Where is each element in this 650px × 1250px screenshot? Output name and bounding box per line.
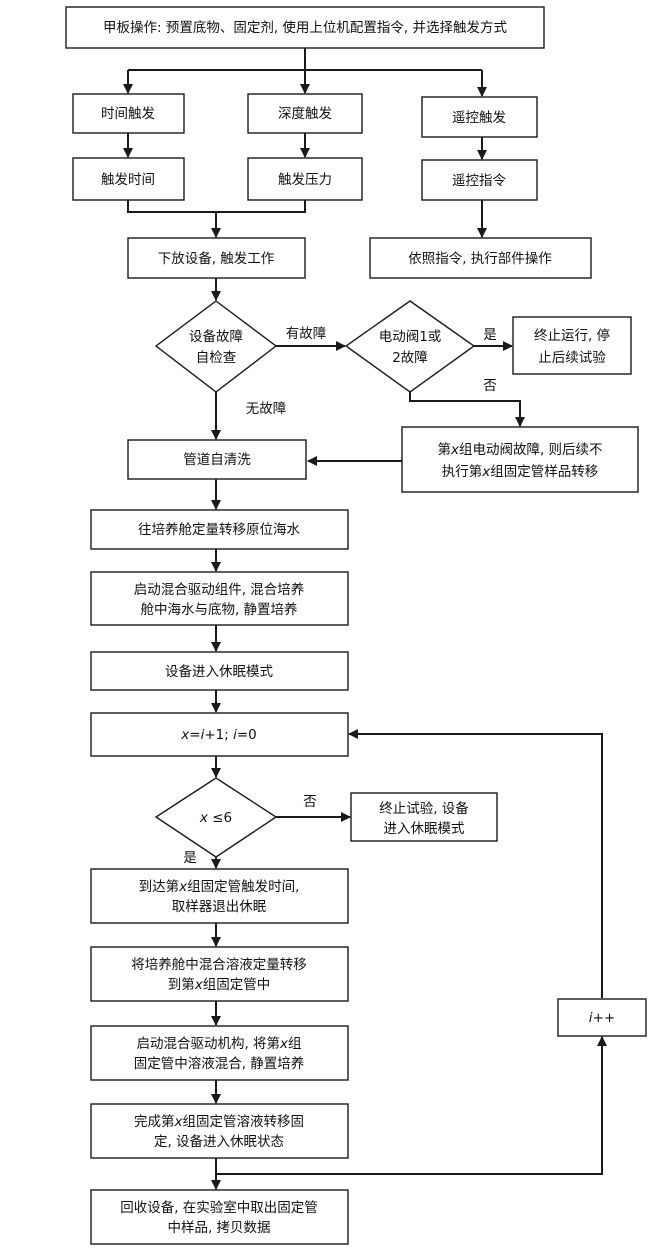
valve-x-fault-line1: 第x组电动阀故障, 则后续不 (437, 441, 602, 458)
recover-line2: 中样品, 拷贝数据 (167, 1220, 270, 1236)
complete-transfer-line1: 完成第x组固定管溶液转移固 (134, 1113, 304, 1130)
node-end-test: 终止试验, 设备 进入休眠模式 (350, 792, 498, 842)
edge-no-valve (409, 392, 525, 427)
valve-fault-line1: 电动阀1或 (379, 329, 442, 345)
node-self-check: 设备故障 自检查 (154, 300, 278, 393)
node-trigger-pressure: 触发压力 (247, 157, 363, 201)
node-deck-op: 甲板操作: 预置底物、固定剂, 使用上位机配置指令, 并选择触发方式 (65, 6, 545, 49)
node-complete-transfer: 完成第x组固定管溶液转移固 定, 设备进入休眠状态 (90, 1103, 349, 1159)
node-remote-command: 遥控指令 (421, 159, 538, 201)
deploy-label: 下放设备, 触发工作 (158, 250, 275, 267)
valve-fault-line2: 2故障 (392, 350, 428, 366)
check-x-label: x ≤6 (199, 810, 232, 826)
edge-label-no-fault: 无故障 (246, 401, 287, 417)
init-counter-label: x=i+1; i=0 (180, 727, 257, 743)
edge-loop-back (348, 729, 603, 998)
node-start-mix: 启动混合驱动组件, 混合培养 舱中海水与底物, 静置培养 (90, 571, 349, 626)
node-remote-trigger: 遥控触发 (421, 96, 538, 138)
complete-transfer-line2: 定, 设备进入休眠状态 (154, 1133, 284, 1150)
stop-run-line2: 止后续试验 (538, 350, 606, 366)
node-valve-fault: 电动阀1或 2故障 (344, 300, 476, 393)
edge-loop-up (216, 1036, 607, 1175)
reach-time-line2: 取样器退出休眠 (172, 899, 267, 915)
node-sleep-mode: 设备进入休眠模式 (90, 651, 349, 691)
start-mix-line1: 启动混合驱动组件, 混合培养 (134, 582, 305, 598)
node-deploy: 下放设备, 触发工作 (127, 237, 306, 279)
sleep-mode-label: 设备进入休眠模式 (165, 663, 273, 680)
node-start-mix-tube: 启动混合驱动机构, 将第x组 固定管中溶液混合, 静置培养 (90, 1025, 349, 1081)
self-check-line2: 自检查 (196, 350, 237, 366)
start-mix-line2: 舱中海水与底物, 静置培养 (140, 602, 297, 618)
increment-label: i++ (589, 1010, 615, 1026)
recover-line1: 回收设备, 在实验室中取出固定管 (120, 1199, 318, 1216)
edge-label-no: 否 (483, 378, 497, 394)
node-recover: 回收设备, 在实验室中取出固定管 中样品, 拷贝数据 (90, 1189, 349, 1245)
edge-label-yes2: 是 (183, 850, 197, 866)
edge-label-has-fault: 有故障 (286, 326, 327, 342)
transfer-seawater-label: 往培养舱定量转移原位海水 (138, 522, 300, 538)
node-stop-run: 终止运行, 停 止后续试验 (512, 316, 632, 375)
node-reach-time: 到达第x组固定管触发时间, 取样器退出休眠 (90, 868, 349, 924)
end-test-line1: 终止试验, 设备 (379, 800, 469, 817)
start-mix-tube-line2: 固定管中溶液混合, 静置培养 (134, 1056, 305, 1072)
node-trigger-time: 触发时间 (72, 157, 185, 201)
trigger-pressure-label: 触发压力 (278, 172, 332, 188)
node-execute-cmd: 依照指令, 执行部件操作 (369, 237, 592, 279)
node-init-counter: x=i+1; i=0 (90, 712, 349, 757)
depth-trigger-label: 深度触发 (278, 106, 332, 122)
transfer-mix-line2: 到第x组固定管中 (168, 976, 271, 993)
start-mix-tube-line1: 启动混合驱动机构, 将第x组 (136, 1035, 301, 1052)
node-transfer-seawater: 往培养舱定量转移原位海水 (90, 509, 349, 550)
remote-command-label: 遥控指令 (452, 173, 506, 189)
edge-label-no2: 否 (303, 794, 317, 810)
execute-cmd-label: 依照指令, 执行部件操作 (408, 251, 552, 267)
trigger-time-label: 触发时间 (101, 172, 155, 188)
self-check-line1: 设备故障 (189, 328, 243, 345)
transfer-mix-line1: 将培养舱中混合溶液定量转移 (131, 957, 307, 973)
valve-x-fault-line2: 执行第x组固定管样品转移 (442, 463, 599, 480)
reach-time-line1: 到达第x组固定管触发时间, (139, 878, 300, 895)
pipe-clean-label: 管道自清洗 (183, 452, 251, 468)
connectors (123, 48, 607, 1190)
stop-run-line1: 终止运行, 停 (534, 327, 610, 344)
node-check-x: x ≤6 (154, 777, 278, 858)
node-increment: i++ (557, 998, 647, 1037)
remote-trigger-label: 遥控触发 (452, 110, 506, 126)
node-depth-trigger: 深度触发 (247, 93, 363, 134)
edge-label-yes: 是 (483, 327, 497, 343)
edge-merge-bar (127, 200, 306, 213)
time-trigger-label: 时间触发 (101, 106, 155, 122)
node-pipe-clean: 管道自清洗 (127, 439, 307, 480)
node-valve-x-fault: 第x组电动阀故障, 则后续不 执行第x组固定管样品转移 (401, 426, 639, 493)
node-time-trigger: 时间触发 (72, 93, 185, 134)
end-test-line2: 进入休眠模式 (384, 821, 465, 837)
deck-op-label: 甲板操作: 预置底物、固定剂, 使用上位机配置指令, 并选择触发方式 (103, 19, 508, 36)
node-transfer-mix: 将培养舱中混合溶液定量转移 到第x组固定管中 (90, 946, 349, 1002)
